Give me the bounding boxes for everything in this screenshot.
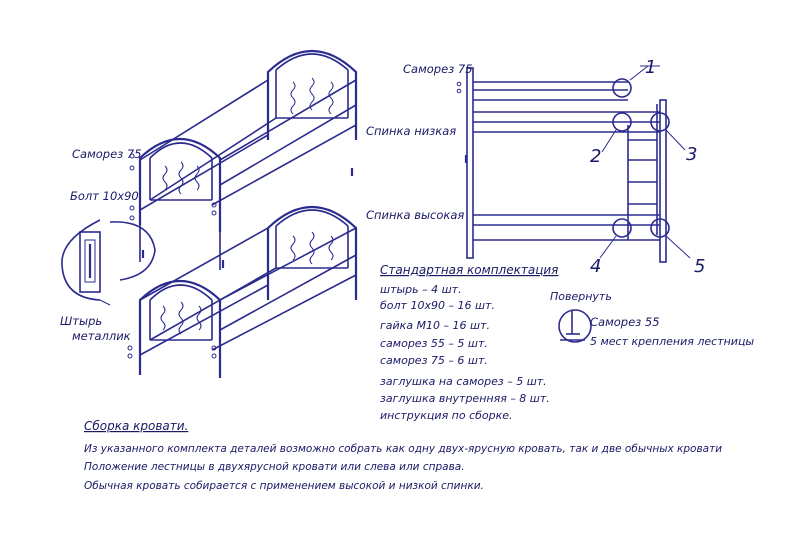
label-pin-2: металлик: [72, 329, 131, 343]
kit-item: саморез 55 – 5 шт.: [380, 337, 488, 350]
callout-2: 2: [590, 146, 601, 167]
rotate-screw: Саморез 55: [590, 315, 660, 329]
assembly-line: Обычная кровать собирается с применением…: [84, 480, 484, 492]
label-pin-1: Штырь: [60, 314, 102, 328]
label-screw75-top: Саморез 75: [403, 62, 473, 76]
assembly-line: Из указанного комплекта деталей возможно…: [84, 443, 722, 455]
label-screw75-left: Саморез 75: [72, 147, 142, 161]
pin-detail: [61, 219, 156, 306]
kit-item: инструкция по сборке.: [380, 409, 513, 422]
upper-bunk-drawing: [138, 50, 358, 232]
callout-4: 4: [590, 256, 601, 277]
label-back-high: Спинка высокая: [366, 208, 464, 222]
callout-1: 1: [645, 57, 656, 78]
front-headboard-upper: [138, 138, 222, 232]
back-headboard-upper: [266, 50, 358, 140]
side-view-drawing: [456, 65, 691, 263]
kit-item: болт 10х90 – 16 шт.: [380, 299, 495, 312]
rotate-places: 5 мест крепления лестницы: [590, 335, 754, 348]
callout-5: 5: [694, 256, 705, 277]
assembly-line: Положение лестницы в двухярусной кровати…: [84, 461, 465, 473]
label-bolt: Болт 10х90: [70, 189, 139, 203]
assembly-title: Сборка кровати.: [84, 419, 188, 433]
rotate-title: Повернуть: [550, 290, 612, 303]
kit-item: заглушка внутренняя – 8 шт.: [380, 392, 550, 405]
rotate-symbol: [558, 309, 592, 343]
kit-item: заглушка на саморез – 5 шт.: [380, 375, 547, 388]
kit-item: штырь – 4 шт.: [380, 283, 462, 296]
callout-3: 3: [686, 144, 697, 165]
kit-item: гайка М10 – 16 шт.: [380, 319, 490, 332]
high-back-drawing: [266, 206, 358, 300]
kit-item: саморез 75 – 6 шт.: [380, 354, 488, 367]
label-back-low: Спинка низкая: [366, 124, 456, 138]
lower-bunk-drawing: [127, 153, 357, 378]
kit-title: Стандартная комплектация: [380, 263, 558, 277]
